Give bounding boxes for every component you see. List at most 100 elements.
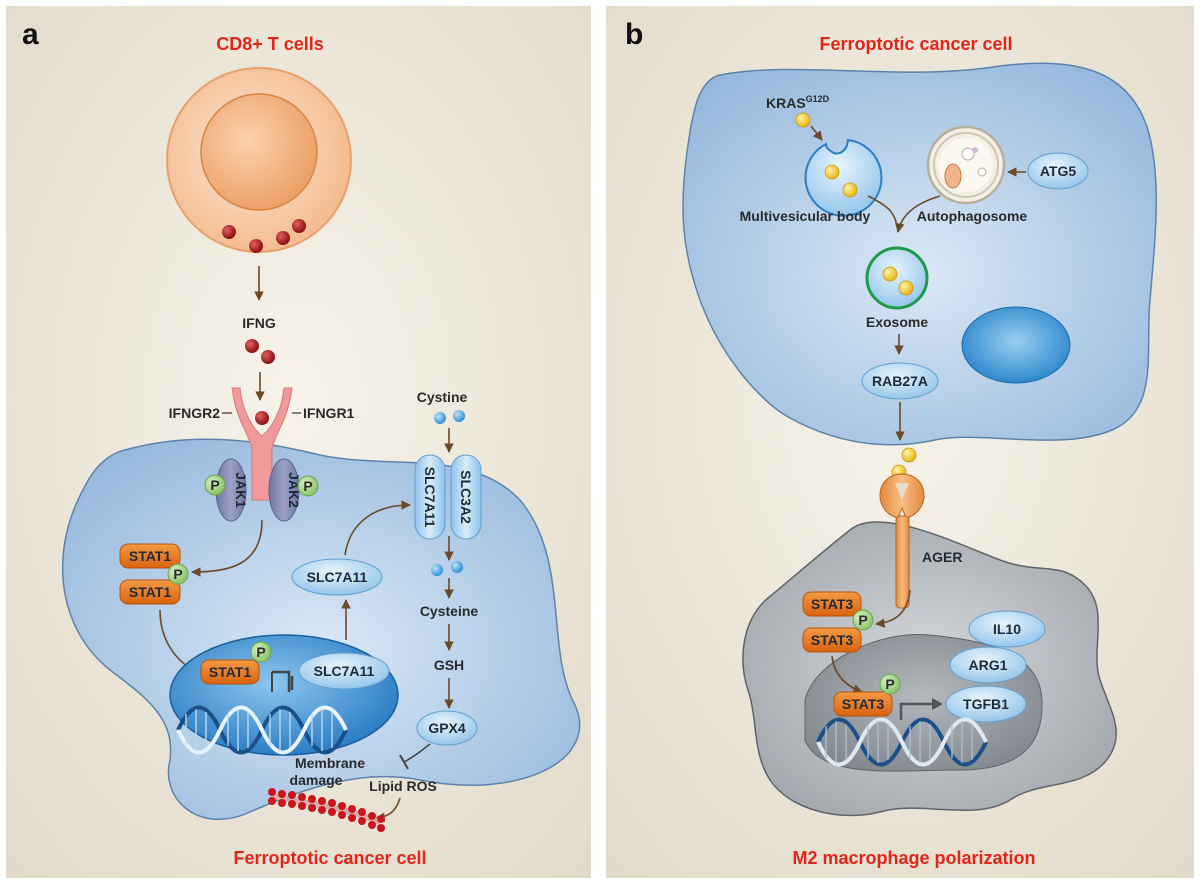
jak2-label: JAK2 — [286, 472, 302, 508]
ifngr2-label: IFNGR2 — [169, 405, 221, 421]
ifng-bound — [255, 411, 269, 425]
stat1-phospho: P — [173, 566, 182, 582]
stat3-label-upper: STAT3 — [811, 596, 853, 612]
gpx4: GPX4 — [416, 710, 478, 746]
stat3-nuclear: STAT3 P — [833, 673, 901, 717]
ager-receptor — [879, 473, 925, 609]
svg-text:ARG1: ARG1 — [969, 657, 1008, 673]
stat1-label-upper: STAT1 — [129, 548, 171, 564]
transcription-arrow — [899, 698, 943, 720]
arrow-ager-stat3 — [875, 589, 911, 628]
cysteine-label: Cysteine — [420, 603, 479, 619]
t-cell — [166, 67, 352, 253]
granule — [222, 225, 236, 239]
svg-text:IL10: IL10 — [993, 621, 1021, 637]
il10: IL10 — [968, 610, 1046, 648]
membrane-damage-label-1: Membrane — [295, 755, 365, 771]
mvb-vesicle — [824, 164, 840, 180]
dna-helix-b — [816, 717, 988, 767]
stat3-label-lower: STAT3 — [811, 632, 853, 648]
released-exosome — [901, 447, 917, 463]
svg-text:STAT1: STAT1 — [209, 664, 251, 680]
stat1-label-lower: STAT1 — [129, 584, 171, 600]
ifngr1-label: IFNGR1 — [303, 405, 355, 421]
gpx4-inhibits-lipid-ros — [399, 743, 431, 770]
lipid-ros-label: Lipid ROS — [369, 778, 437, 794]
arrow-stat3-nucleus — [831, 655, 863, 694]
stat3-phospho: P — [858, 612, 867, 628]
svg-text:ATG5: ATG5 — [1040, 163, 1077, 179]
svg-text:P: P — [256, 644, 265, 660]
ager-label: AGER — [922, 549, 962, 565]
panel-b-title-top: Ferroptotic cancer cell — [819, 34, 1012, 54]
inhibition-mark — [271, 670, 294, 692]
cystine-molecule — [453, 410, 465, 422]
kras-vesicle — [795, 112, 811, 128]
jak1-label: JAK1 — [233, 472, 249, 508]
slc7a11-gene: SLC7A11 — [298, 652, 390, 690]
panel-b: b Ferroptotic cancer cell KRASG12D Multi… — [606, 6, 1194, 878]
svg-text:TGFB1: TGFB1 — [963, 696, 1009, 712]
ifng-molecule — [245, 339, 259, 353]
tgfb1: TGFB1 — [945, 685, 1027, 723]
svg-text:RAB27A: RAB27A — [872, 373, 928, 389]
svg-text:SLC7A11: SLC7A11 — [422, 467, 438, 528]
arg1: ARG1 — [949, 646, 1027, 684]
granule — [276, 231, 290, 245]
lipid-bilayer — [268, 788, 385, 832]
arrow-jak-stat1 — [191, 519, 263, 577]
phospho-jak1: P — [204, 474, 226, 496]
kras-label: KRASG12D — [766, 94, 830, 111]
stat1-dimer: STAT1 STAT1 P — [119, 543, 189, 605]
slc7a11-transporter: SLC7A11 — [414, 454, 446, 540]
stat1-nuclear: STAT1 P — [200, 641, 272, 685]
cystine-label: Cystine — [417, 389, 468, 405]
granule — [249, 239, 263, 253]
svg-text:GPX4: GPX4 — [428, 720, 466, 736]
mitochondrion-icon — [944, 163, 962, 189]
exosome — [865, 246, 929, 310]
granule — [292, 219, 306, 233]
panel-a: a CD8+ T cells IFNG IFNGR2 IFNGR1 — [6, 6, 591, 878]
arrow-autophagosome-exosome — [894, 195, 941, 233]
phospho-jak2: P — [297, 475, 319, 497]
panel-a-letter: a — [22, 18, 39, 51]
svg-text:P: P — [885, 676, 894, 692]
mvb-vesicle — [842, 182, 858, 198]
ifng-label: IFNG — [242, 315, 276, 331]
panel-a-title-bottom: Ferroptotic cancer cell — [233, 848, 426, 868]
svg-text:STAT3: STAT3 — [842, 696, 884, 712]
panel-b-title-bottom: M2 macrophage polarization — [792, 848, 1035, 868]
svg-text:SLC3A2: SLC3A2 — [458, 470, 474, 524]
jak2: JAK2 — [268, 458, 302, 522]
svg-text:SLC7A11: SLC7A11 — [307, 569, 368, 585]
rab27a: RAB27A — [861, 362, 939, 400]
svg-text:SLC7A11: SLC7A11 — [314, 663, 375, 679]
cystine-molecule — [434, 412, 446, 424]
cystine-intracellular — [431, 564, 443, 576]
autophagosome — [926, 125, 1006, 205]
autophagosome-label: Autophagosome — [917, 208, 1028, 224]
panel-b-letter: b — [625, 18, 643, 51]
arrow-slc7a11-membrane — [344, 500, 411, 556]
svg-text:P: P — [210, 477, 219, 493]
panel-a-title-top: CD8+ T cells — [216, 34, 324, 54]
slc3a2-transporter: SLC3A2 — [450, 454, 482, 540]
nucleus-b — [961, 306, 1071, 384]
slc7a11-cytosolic: SLC7A11 — [291, 558, 383, 596]
ifngr-receptor — [231, 387, 293, 501]
exosome-label: Exosome — [866, 314, 928, 330]
svg-text:P: P — [303, 478, 312, 494]
arrow-kras-mvb — [810, 125, 823, 141]
nucleus — [169, 634, 399, 756]
stat3-dimer: STAT3 STAT3 P — [802, 591, 874, 653]
multivesicular-body — [804, 138, 883, 217]
cystine-intracellular — [451, 561, 463, 573]
atg5: ATG5 — [1027, 152, 1089, 190]
dna-helix — [176, 705, 348, 755]
ifng-molecule — [261, 350, 275, 364]
gsh-label: GSH — [434, 657, 464, 673]
membrane-damage-label-2: damage — [290, 772, 343, 788]
mvb-label: Multivesicular body — [740, 208, 871, 224]
